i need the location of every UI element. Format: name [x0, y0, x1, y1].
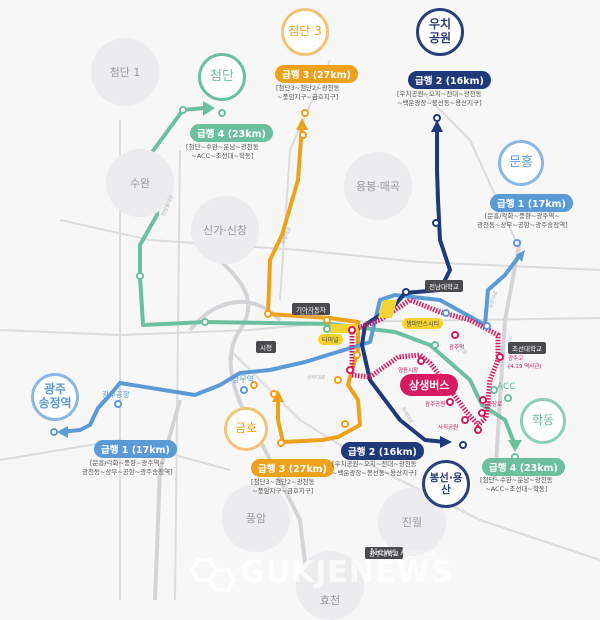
route-desc-3-top-line2: ~풍암지구~금호지구]: [277, 93, 339, 102]
route-desc-2-top: [우치공원~오치~전대~광천동 ~백운광장~봉선동~용산지구]: [397, 90, 482, 108]
stop-yangdong: 양동시장: [398, 368, 419, 374]
stop-gwangju-high: 광주고: [508, 356, 524, 362]
road-label-mujin: 무진대로: [300, 313, 319, 319]
district-pungam: 풍암: [222, 484, 290, 552]
station-airport: 광주공항: [102, 390, 130, 399]
sangsaeng-bus-label: 상생버스: [400, 374, 459, 396]
route-desc-4-top-line2: ~ACC~조선대~학동]: [191, 152, 254, 161]
route-desc-3-bottom-line1: [첨단3~첨단2~광천동: [251, 478, 315, 486]
station-sangmu: 상무역: [232, 375, 255, 384]
terminus-bongseon: 봉선·용산: [422, 460, 470, 508]
route-desc-2-top-line1: [우치공원~오치~전대~광천동: [397, 90, 482, 98]
terminus-uchi-park: 우치 공원: [416, 8, 464, 56]
watermark-text: GUKJENEWS: [240, 555, 454, 590]
route-desc-3-bottom: [첨단3~첨단2~광천동 ~풍암지구~금호지구]: [251, 478, 315, 496]
route-pill-3-bottom: 급행 3 (27km): [251, 459, 334, 477]
district-cheomdan1: 첨단 1: [91, 38, 159, 106]
route-pill-1-bottom: 급행 1 (17km): [94, 440, 177, 458]
terminus-songjeong-line2: 송정역: [38, 396, 72, 410]
stop-419-hall: (4.19 역사관): [508, 364, 542, 370]
district-singa: 신가·신창: [191, 196, 259, 264]
landmark-champions: 챔피언스시티: [402, 318, 444, 329]
district-yongbong: 용봉·매곡: [344, 152, 412, 220]
terminus-hakdong: 학동: [520, 398, 566, 444]
route-pill-3-top: 급행 3 (27km): [275, 65, 358, 83]
landmark-kia: 기아자동차: [292, 303, 330, 315]
route-desc-4-bottom-line2: ~ACC~조선대~학동]: [485, 485, 548, 494]
route-desc-2-bottom: [우치공원~오치~전대~광천동 ~백운광장~봉선동~용산지구]: [332, 460, 417, 478]
landmark-cityhall: 시청: [256, 341, 276, 353]
terminus-uchi-line2: 공원: [428, 31, 452, 45]
terminus-munheung: 문흥: [498, 140, 544, 186]
route-desc-1-bottom-line1: [문흥/각화~풍향~광주역~: [89, 459, 165, 467]
route-pill-2-top: 급행 2 (16km): [408, 71, 491, 89]
route-desc-4-bottom: [첨단~수완~운남~광천동 ~ACC~조선대~학동]: [480, 476, 553, 494]
terminus-cheomdan: 첨단: [198, 53, 246, 101]
route-desc-2-bottom-line2: ~백운광장~봉선동~용산지구]: [332, 469, 417, 478]
route-desc-1-bottom-line2: 광천동~상무~공항~광주송정역]: [82, 468, 173, 477]
road-label-sangmu: 상무대로: [307, 375, 326, 381]
route-desc-4-top-line1: [첨단~수완~운남~광천동: [186, 143, 259, 151]
route-desc-1-top: [문흥/각화~풍향~광주역~ 광천동~상무~공항~광주송정역]: [477, 212, 568, 230]
route-desc-4-bottom-line1: [첨단~수완~운남~광천동: [480, 476, 553, 484]
landmark-gwangju-univ: 광주대학교: [365, 547, 403, 559]
watermark-subtext: News Agency: [370, 547, 438, 558]
district-suwan: 수완: [106, 149, 174, 217]
route-pill-4-bottom: 급행 4 (23km): [482, 458, 565, 476]
station-acc: ACC: [497, 382, 516, 392]
stop-gwangju-park: 광주공원: [425, 402, 446, 408]
landmark-chosun: 조선대학교: [508, 342, 546, 354]
terminus-cheomdan3: 첨단 3: [281, 8, 329, 56]
route-desc-3-top-line1: [첨단3~첨단2~광천동: [276, 84, 340, 92]
bus-route-map: 첨단 1 수완 신가·신창 용봉·매곡 풍암 진월 효천 첨단 첨단 3 우치 …: [0, 8, 600, 620]
route-desc-2-top-line2: ~백운광장~봉선동~용산지구]: [397, 99, 482, 108]
stop-sajik: 사직공원: [438, 425, 459, 431]
route-pill-1-top: 급행 1 (17km): [490, 194, 573, 212]
terminus-geumho: 금호: [224, 407, 268, 451]
route-desc-2-bottom-line1: [우치공원~오치~전대~광천동: [332, 460, 417, 468]
route-desc-3-bottom-line2: ~풍암지구~금호지구]: [252, 487, 314, 496]
stop-gwangju-station: 광주역: [449, 345, 465, 351]
terminus-songjeong-line1: 광주: [43, 382, 67, 397]
route-pill-2-bottom: 급행 2 (16km): [341, 442, 424, 460]
stop-chungjang: 충장로: [487, 402, 503, 408]
route-desc-1-bottom: [문흥/각화~풍향~광주역~ 광천동~상무~공항~광주송정역]: [82, 459, 173, 477]
terminus-songjeong: 광주 송정역: [31, 373, 79, 421]
watermark-logo-icon: [189, 558, 237, 592]
route-desc-1-top-line1: [문흥/각화~풍향~광주역~: [484, 212, 560, 220]
terminus-uchi-line1: 우치: [428, 17, 452, 32]
route-desc-4-top: [첨단~수완~운남~광천동 ~ACC~조선대~학동]: [186, 143, 259, 161]
route-desc-1-top-line2: 광천동~상무~공항~광주송정역]: [477, 221, 568, 230]
route-desc-3-top: [첨단3~첨단2~광천동 ~풍암지구~금호지구]: [276, 84, 340, 102]
landmark-terminal: 터미널: [318, 334, 343, 345]
landmark-jnu: 전남대학교: [425, 280, 463, 292]
route-pill-4-top: 급행 4 (23km): [190, 124, 273, 142]
